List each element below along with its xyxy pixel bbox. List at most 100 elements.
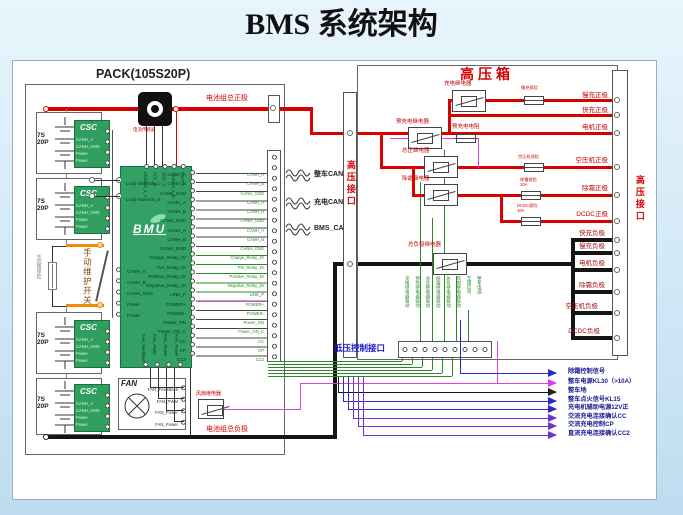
defrost-line <box>412 194 615 197</box>
precharge-relay-label: 预充电继电器 <box>396 119 430 125</box>
output-label: 快充负极 <box>579 230 605 237</box>
wire <box>52 246 66 247</box>
battery-type-label: 7S 20P <box>37 396 49 411</box>
fan-pin-labels: FAN_FeedBack FAN_PWM FAN_Power FAN_Power <box>147 387 178 427</box>
pack-connector-pins <box>270 152 279 360</box>
charge-relay-label: 充电继电器 <box>444 81 472 87</box>
can-bus-label: 充电CAN <box>314 199 344 206</box>
fast-charge-line <box>448 114 615 117</box>
dcdc-fuse <box>519 217 543 226</box>
fan-title: FAN <box>121 379 137 388</box>
csc-pin-row <box>103 192 112 232</box>
lv-stub <box>412 358 413 364</box>
can-bus-label: BMS_CAN <box>314 225 349 232</box>
hv-interface-left <box>343 92 357 358</box>
hv-interface-right <box>612 70 628 356</box>
signal-label: 整车地 <box>568 387 587 394</box>
compressor-line <box>380 166 615 169</box>
bus-negative-line <box>46 435 336 439</box>
twisted-pair-icon <box>285 197 311 210</box>
wire <box>174 421 184 422</box>
interlock-terminal <box>89 177 95 183</box>
wire-name-labels: CANH_A CANH_B CANH_GND CANH_A CANH_B CAN… <box>227 172 264 362</box>
signal-drop <box>343 377 344 401</box>
output-label: 除霜负极 <box>579 282 605 289</box>
wire <box>52 290 53 306</box>
output-pin <box>614 130 620 136</box>
arrow-icon <box>548 422 557 430</box>
battery-type-label: 7S 20P <box>37 332 49 347</box>
signal-drop <box>338 377 339 392</box>
signal-drop <box>348 377 349 409</box>
fan-relay-label: 风扇继电器 <box>196 391 222 397</box>
wire <box>174 368 175 421</box>
output-pin <box>614 112 620 118</box>
csc-name: CSC <box>80 323 97 332</box>
control-wire <box>460 320 461 341</box>
lv-wire <box>268 370 432 371</box>
twisted-pair-icon <box>285 169 311 182</box>
neg-branch <box>571 290 615 294</box>
chain-segment <box>66 109 67 112</box>
signal-drop <box>363 377 364 435</box>
csc-pin-row <box>103 390 112 430</box>
main-fuse-element <box>52 264 53 288</box>
pack-box <box>25 84 285 455</box>
precharge-wire <box>478 138 479 168</box>
lv-stub <box>432 358 433 370</box>
battery-type-label: 7S 20P <box>37 198 49 213</box>
output-pin <box>614 310 620 316</box>
slow-charge-fuse <box>522 96 546 105</box>
main-negative-relay-label: 总负极继电器 <box>408 242 442 248</box>
fan-icon <box>124 393 150 419</box>
relay-drive-wire-bundle <box>196 255 267 301</box>
chain-segment <box>66 306 67 312</box>
signal-label: 整车点火信号KL15 <box>568 396 621 403</box>
defrost-fuse-label: 除霜保险 10A <box>520 177 537 187</box>
signal-line <box>343 401 556 402</box>
twisted-pair-icon <box>285 223 311 236</box>
csc-name: CSC <box>80 387 97 396</box>
signal-line <box>363 435 556 436</box>
signal-label: 交流充电控制CP <box>568 421 614 428</box>
page-title: BMS 系统架构 <box>245 8 438 41</box>
compressor-fuse <box>522 163 546 172</box>
lv-stub <box>422 358 423 367</box>
hv-interface-left-label: 高压接口 <box>345 160 356 208</box>
bus-negative-terminal <box>43 434 49 440</box>
main-negative-relay <box>433 253 467 275</box>
lv-wire <box>268 367 422 368</box>
csc-pin-labels: CANH_A CANH_GND Power Power <box>76 203 100 229</box>
signal-line <box>300 383 556 384</box>
fan-relay-wire <box>224 409 300 410</box>
bmu-right-pin-labels: CANH_A CANH_B CANH_GND CANH_A CANH_B CAN… <box>146 172 186 362</box>
hv-interface-pin <box>347 130 353 136</box>
output-pin <box>614 250 620 256</box>
precharge-resistor-label: 预充电电阻 <box>452 124 480 130</box>
bmu-right-pins <box>188 168 197 360</box>
chain-segment <box>66 374 67 378</box>
signal-label: 交流充电连接确认CC <box>568 413 627 420</box>
wire <box>150 387 184 388</box>
signal-line <box>353 418 556 419</box>
output-label: 空压机正极 <box>575 157 609 164</box>
output-label: 快充正极 <box>582 107 608 114</box>
fan-pins <box>179 382 188 428</box>
hv-interface-right-label: 高压接口 <box>634 175 645 223</box>
output-label: DCDC正极 <box>576 211 608 218</box>
wire <box>52 306 66 307</box>
pack-title: PACK(105S20P) <box>96 67 191 81</box>
neg-branch <box>571 336 615 340</box>
output-label: DCDC负极 <box>568 328 600 335</box>
signal-label: 直流充电连接确认CC2 <box>568 430 630 437</box>
lv-stub <box>452 358 453 376</box>
dcdc-line <box>500 220 615 223</box>
chain-segment <box>66 240 67 246</box>
signal-line <box>348 409 556 410</box>
manual-switch-label: 手动维护开关 <box>82 248 93 305</box>
arrow-icon <box>548 405 557 413</box>
bus-positive-terminal <box>43 106 49 112</box>
main-fuse-label: 主回路保险 <box>35 254 42 279</box>
positive-trunk <box>448 99 451 135</box>
dcdc-feed <box>500 194 503 222</box>
